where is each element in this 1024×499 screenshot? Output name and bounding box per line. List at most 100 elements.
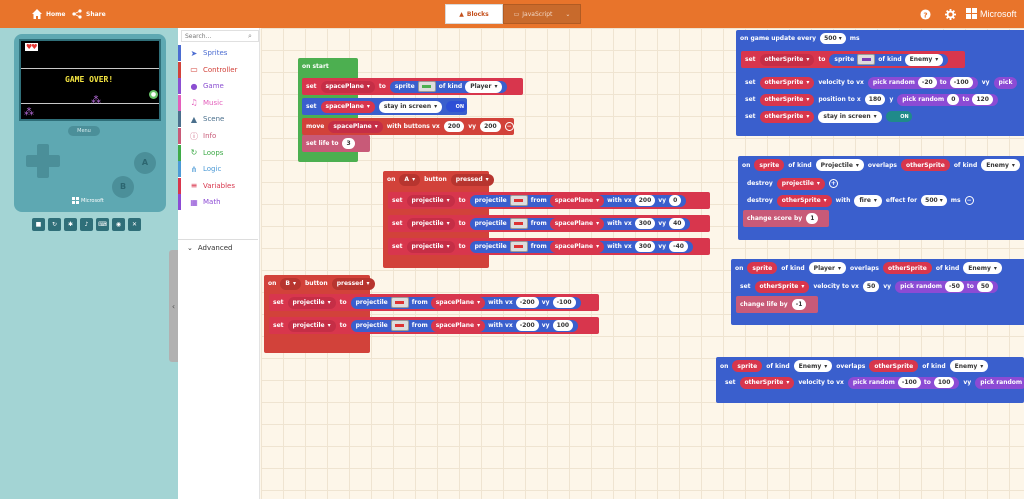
gear-icon[interactable] bbox=[943, 7, 957, 21]
var-projectile[interactable]: projectile bbox=[776, 177, 825, 190]
search-input[interactable] bbox=[181, 30, 259, 42]
velocity-block[interactable]: set otherSprite velocity to vx pick rand… bbox=[741, 74, 1024, 91]
pick-random-reporter[interactable]: pick random -20 to -100 bbox=[867, 76, 978, 89]
on-toggle[interactable]: ON bbox=[446, 101, 467, 112]
kind-dropdown[interactable]: Player bbox=[808, 262, 846, 274]
move-with-buttons-block[interactable]: move spacePlane with buttons vx 200 vy 2… bbox=[302, 118, 514, 135]
category-scene[interactable]: ▲Scene bbox=[178, 111, 258, 128]
min-input[interactable]: 0 bbox=[947, 94, 960, 105]
kind-dropdown[interactable]: Enemy bbox=[904, 53, 944, 66]
min-input[interactable]: -20 bbox=[917, 77, 937, 88]
destroy-with-effect-block[interactable]: destroy otherSprite with fire effect for… bbox=[743, 192, 988, 209]
sprite-reporter[interactable]: sprite of kind Player bbox=[389, 80, 508, 93]
chevron-down-icon[interactable]: ⌄ bbox=[565, 10, 571, 18]
restart-icon[interactable]: ↻ bbox=[48, 218, 61, 231]
property-dropdown[interactable]: stay in screen bbox=[818, 110, 882, 123]
var-othersprite[interactable]: otherSprite bbox=[759, 110, 815, 123]
vy-input[interactable]: -40 bbox=[669, 241, 688, 252]
vy-input[interactable]: 40 bbox=[669, 218, 686, 229]
category-music[interactable]: ♫Music bbox=[178, 94, 258, 111]
life-delta-input[interactable]: -1 bbox=[791, 299, 807, 310]
x-input[interactable]: 180 bbox=[864, 94, 886, 105]
pick-random-reporter-2[interactable]: pick random bbox=[975, 376, 1024, 389]
dpad-vertical[interactable] bbox=[37, 144, 49, 178]
var-othersprite[interactable]: otherSprite bbox=[759, 93, 815, 106]
duration-input[interactable]: 500 bbox=[921, 195, 947, 206]
mute-icon[interactable]: ♪ bbox=[80, 218, 93, 231]
vx-input[interactable]: 200 bbox=[443, 121, 465, 132]
category-game[interactable]: ●Game bbox=[178, 78, 258, 95]
enemy-image-icon[interactable] bbox=[857, 54, 876, 65]
category-logic[interactable]: ⋔Logic bbox=[178, 161, 258, 178]
var-spaceplane[interactable]: spacePlane bbox=[549, 194, 605, 207]
velocity-block-2[interactable]: set otherSprite velocity to vx 50 vy pic… bbox=[736, 278, 1009, 295]
blocks-workspace[interactable]: on start set spacePlane to sprite of kin… bbox=[261, 28, 1024, 499]
property-dropdown[interactable]: stay in screen bbox=[378, 100, 443, 113]
vx-input[interactable]: -200 bbox=[515, 320, 539, 331]
a-button[interactable]: A bbox=[134, 152, 156, 174]
set-projectile-block[interactable]: setprojectiletoprojectilefromspacePlanew… bbox=[388, 215, 710, 232]
var-othersprite[interactable]: otherSprite bbox=[754, 280, 810, 293]
category-math[interactable]: ▦Math bbox=[178, 194, 258, 211]
change-life-block[interactable]: change life by -1 bbox=[736, 296, 818, 313]
set-projectile-block[interactable]: setprojectiletoprojectilefromspacePlanew… bbox=[388, 238, 710, 255]
game-screen[interactable]: ♥♥ GAME OVER! ⁂ ⁂ ● bbox=[19, 39, 161, 121]
category-sprites[interactable]: ➤Sprites bbox=[178, 45, 258, 61]
set-projectile-block[interactable]: setprojectiletoprojectilefromspacePlanew… bbox=[388, 192, 710, 209]
var-othersprite[interactable]: otherSprite bbox=[759, 76, 815, 89]
othersprite-param[interactable]: otherSprite bbox=[869, 360, 919, 372]
var-projectile[interactable]: projectile bbox=[406, 194, 455, 207]
var-spaceplane[interactable]: spacePlane bbox=[549, 240, 605, 253]
max-input[interactable]: -100 bbox=[949, 77, 973, 88]
vx-input[interactable]: 300 bbox=[634, 241, 656, 252]
min-input[interactable]: -50 bbox=[945, 281, 964, 292]
othersprite-param[interactable]: otherSprite bbox=[900, 159, 950, 171]
othersprite-stay-block[interactable]: set otherSprite stay in screen ON bbox=[741, 108, 934, 125]
pick-random-reporter[interactable]: pick random 0 to 120 bbox=[897, 93, 998, 106]
plane-image-icon[interactable] bbox=[417, 81, 436, 92]
max-input[interactable]: 120 bbox=[972, 94, 993, 105]
set-projectile-block[interactable]: setprojectiletoprojectilefromspacePlanew… bbox=[269, 317, 599, 334]
set-life-block[interactable]: set life to 3 bbox=[302, 135, 370, 152]
destroy-projectile-block[interactable]: destroy projectile + bbox=[743, 175, 847, 192]
on-toggle[interactable]: ON bbox=[885, 111, 912, 122]
debug-icon[interactable]: ✱ bbox=[64, 218, 77, 231]
var-spaceplane[interactable]: spacePlane bbox=[328, 120, 383, 133]
var-spaceplane[interactable]: spacePlane bbox=[549, 217, 605, 230]
sprite-param[interactable]: sprite bbox=[732, 360, 763, 372]
share-button[interactable]: Share bbox=[72, 6, 106, 22]
sprite-param[interactable]: sprite bbox=[747, 262, 778, 274]
sprite-reporter[interactable]: sprite of kind Enemy bbox=[829, 53, 949, 66]
othersprite-param[interactable]: otherSprite bbox=[883, 262, 932, 274]
life-input[interactable]: 3 bbox=[342, 138, 355, 149]
projectile-image-icon[interactable] bbox=[390, 297, 409, 308]
button-dropdown[interactable]: A bbox=[399, 173, 421, 186]
dpad[interactable] bbox=[26, 144, 60, 178]
effect-dropdown[interactable]: fire bbox=[854, 194, 882, 207]
collapse-simulator-button[interactable]: ‹ bbox=[169, 250, 178, 362]
vx-input[interactable]: -200 bbox=[515, 297, 539, 308]
var-projectile[interactable]: projectile bbox=[406, 240, 455, 253]
kind-dropdown-2[interactable]: Enemy bbox=[981, 159, 1020, 171]
category-variables[interactable]: ≡Variables bbox=[178, 177, 258, 194]
category-loops[interactable]: ↻Loops bbox=[178, 144, 258, 161]
kind-dropdown[interactable]: Enemy bbox=[793, 360, 833, 372]
plus-icon[interactable]: + bbox=[828, 179, 838, 188]
menu-button[interactable]: Menu bbox=[68, 126, 100, 136]
velocity-block-3[interactable]: set otherSprite velocity to vx pick rand… bbox=[721, 374, 1024, 391]
var-projectile[interactable]: projectile bbox=[406, 217, 455, 230]
var-othersprite[interactable]: otherSprite bbox=[776, 194, 832, 207]
kind-dropdown[interactable]: Projectile bbox=[815, 159, 864, 171]
pick-random-reporter-2[interactable]: pick bbox=[993, 76, 1018, 89]
var-spaceplane[interactable]: spacePlane bbox=[320, 100, 375, 113]
fullscreen-icon[interactable]: ✕ bbox=[128, 218, 141, 231]
event-dropdown[interactable]: pressed bbox=[450, 173, 494, 186]
set-othersprite-block[interactable]: set otherSprite to sprite of kind Enemy bbox=[741, 51, 965, 68]
max-input[interactable]: 100 bbox=[933, 377, 955, 388]
set-spaceplane-block[interactable]: set spacePlane to sprite of kind Player bbox=[302, 78, 523, 95]
score-input[interactable]: 1 bbox=[806, 213, 819, 224]
sprite-param[interactable]: sprite bbox=[754, 159, 785, 171]
